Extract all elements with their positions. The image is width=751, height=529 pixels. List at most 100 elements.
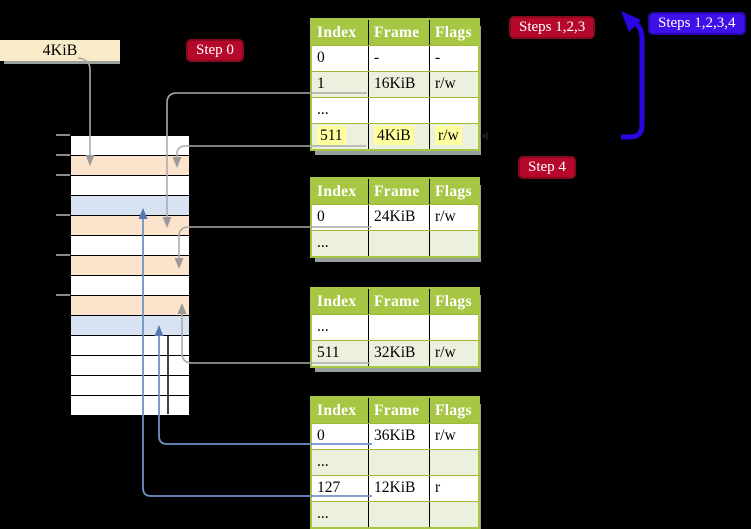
cell-frame <box>368 502 429 527</box>
memory-frame-row <box>71 136 189 156</box>
column-header: Frame <box>368 179 429 204</box>
cell-value: r/w <box>435 427 456 444</box>
cell-value: ... <box>317 101 329 118</box>
cell-value: 24KiB <box>374 208 416 225</box>
cell-index: 0 <box>312 205 368 230</box>
table-row: ... <box>312 230 478 256</box>
cell-value: 0 <box>317 49 325 66</box>
memory-frame-row <box>71 296 189 316</box>
memory-frame-row <box>71 376 189 396</box>
address-tick <box>56 294 70 296</box>
cell-flags: - <box>429 46 478 71</box>
cell-index: 0 <box>312 46 368 71</box>
column-header: Frame <box>368 289 429 314</box>
memory-frame-row <box>71 156 189 176</box>
cell-value: ... <box>317 318 329 335</box>
steps1234-label: Steps 1,2,3,4 <box>648 12 746 35</box>
cell-index: 0 <box>312 424 368 449</box>
cell-value: r/w <box>435 75 456 92</box>
memory-frame-row <box>71 396 189 416</box>
column-header: Index <box>317 24 357 41</box>
table-row: ... <box>312 501 478 527</box>
memory-frame-row <box>71 336 189 356</box>
cell-flags <box>429 98 478 123</box>
cell-value: 32KiB <box>374 344 416 361</box>
cell-frame <box>368 98 429 123</box>
cell-value: r/w <box>435 208 456 225</box>
cell-flags: r/w <box>429 205 478 230</box>
cell-flags: r/w <box>429 72 478 97</box>
cell-frame: 12KiB <box>368 476 429 501</box>
cell-frame: 16KiB <box>368 72 429 97</box>
cell-value: ... <box>317 234 329 251</box>
address-tick <box>56 254 70 256</box>
cell-flags <box>429 502 478 527</box>
column-header: Frame <box>368 398 429 423</box>
cell-value: ... <box>317 453 329 470</box>
table-row: 0 - - <box>312 45 478 71</box>
cell-frame: 32KiB <box>368 341 429 366</box>
cell-value: 16KiB <box>374 75 416 92</box>
cell-index: ... <box>312 231 368 256</box>
cell-index: ... <box>312 502 368 527</box>
memory-frame-row <box>71 176 189 196</box>
step4-label: Step 4 <box>518 156 576 179</box>
cell-index: ... <box>312 450 368 475</box>
cell-flags: r <box>429 476 478 501</box>
cell-value: - <box>435 49 441 66</box>
big-blue-arrow-line <box>621 18 645 140</box>
table-row: 0 36KiB r/w <box>312 423 478 449</box>
cell-frame: 36KiB <box>368 424 429 449</box>
cell-flags <box>429 231 478 256</box>
highlighted-value: 4KiB <box>374 126 414 145</box>
cell-value: 511 <box>317 344 340 361</box>
memory-frame-row <box>71 196 189 216</box>
steps123-label: Steps 1,2,3 <box>509 16 596 39</box>
step0-label: Step 0 <box>186 39 244 62</box>
cell-frame <box>368 315 429 340</box>
address-tick <box>56 174 70 176</box>
memory-frame-row <box>71 256 189 276</box>
column-header: Flags <box>429 20 478 45</box>
table-row: 511 32KiB r/w <box>312 340 478 366</box>
cell-value: - <box>374 49 380 66</box>
cell-flags: r/w <box>429 424 478 449</box>
cell-index: 511 <box>312 124 368 149</box>
big-blue-arrowhead-icon <box>621 11 641 32</box>
cell-frame: 24KiB <box>368 205 429 230</box>
column-header: Index <box>317 402 357 419</box>
column-header: Flags <box>429 289 478 314</box>
frame-size-label: 4KiB <box>0 40 120 61</box>
cell-index: 127 <box>312 476 368 501</box>
cell-frame <box>368 450 429 475</box>
cell-frame <box>368 231 429 256</box>
column-header: Index <box>317 183 357 200</box>
column-header: Flags <box>429 179 478 204</box>
table-row: 1 16KiB r/w <box>312 71 478 97</box>
physical-memory-column <box>70 135 190 416</box>
cell-value: 0 <box>317 427 325 444</box>
memory-frame-row <box>71 236 189 256</box>
cell-value: ... <box>317 505 329 522</box>
memory-frame-row <box>71 216 189 236</box>
cell-value: 36KiB <box>374 427 416 444</box>
memory-frame-row <box>71 276 189 296</box>
table-row: 511 4KiB r/w <box>312 123 478 149</box>
black-arrow-tip-icon <box>480 131 488 141</box>
column-header: Frame <box>368 20 429 45</box>
cell-flags: r/w <box>429 341 478 366</box>
table-row: ... <box>312 314 478 340</box>
cell-index: 511 <box>312 341 368 366</box>
address-tick <box>56 134 70 136</box>
cell-flags <box>429 450 478 475</box>
address-tick <box>56 214 70 216</box>
address-tick <box>56 154 70 156</box>
cell-value: 1 <box>317 75 325 92</box>
highlighted-value: r/w <box>435 126 462 145</box>
